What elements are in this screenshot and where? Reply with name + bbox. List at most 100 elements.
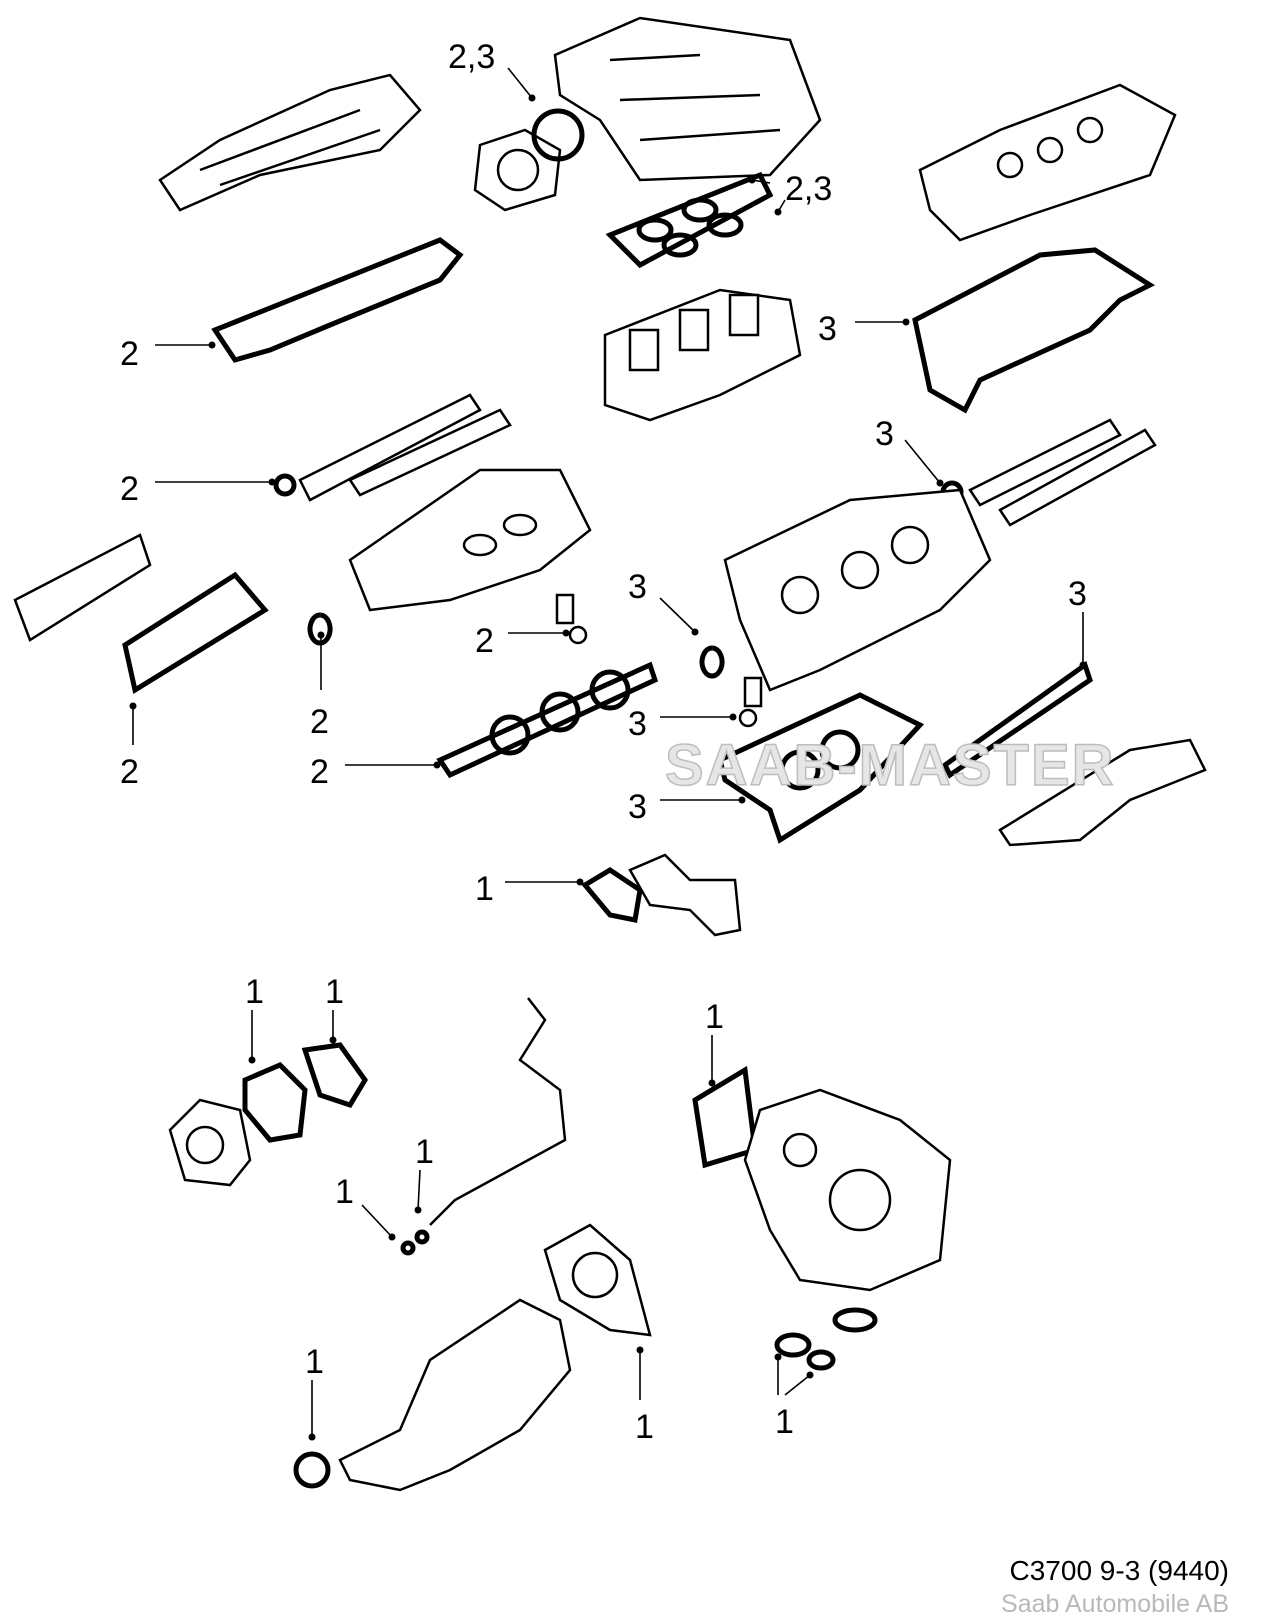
leader-dot — [317, 631, 325, 639]
leader-dot — [388, 1233, 396, 1241]
callout: 1 — [475, 870, 584, 908]
camshafts-left — [298, 393, 512, 502]
intake-manifold-upper — [553, 16, 822, 182]
callout-label: 3 — [628, 568, 647, 606]
leader-line — [904, 439, 941, 484]
oil-pump-housing — [692, 1065, 952, 1292]
callout: 2 — [310, 753, 441, 791]
leader-dot — [691, 628, 699, 636]
callout: 2 — [475, 622, 570, 660]
cylinder-head-left — [348, 468, 592, 612]
throttle-gasket — [531, 108, 585, 162]
leader-dot — [748, 176, 756, 184]
callout-label: 2 — [475, 622, 494, 660]
callout: 2 — [120, 470, 276, 508]
callout: 3 — [818, 310, 910, 348]
leader-dot — [248, 1056, 256, 1064]
callout: 1 — [774, 1353, 814, 1441]
cylinder-head-right — [723, 488, 992, 692]
valve-cover-right — [918, 83, 1177, 242]
leader-dot — [329, 1036, 337, 1044]
callout: 1 — [325, 973, 344, 1044]
callout: 2,3 — [748, 170, 832, 216]
callout-label: 2 — [310, 753, 329, 791]
callout: 2 — [120, 702, 139, 791]
leader-dot — [708, 1079, 716, 1087]
leader-dot — [528, 94, 536, 102]
callout-label: 3 — [628, 788, 647, 826]
callout: 1 — [245, 973, 264, 1064]
callout-label: 2,3 — [785, 170, 832, 208]
callout-label: 2 — [310, 703, 329, 741]
callout: 3 — [1068, 575, 1087, 669]
callout-label: 2 — [120, 753, 139, 791]
valve-seal — [699, 645, 725, 679]
exhaust-manifold-gaskets-left — [13, 533, 269, 694]
callout-label: 1 — [305, 1343, 324, 1381]
callout: 3 — [628, 788, 746, 826]
callout: 1 — [635, 1346, 654, 1446]
leader-dot — [1079, 661, 1087, 669]
callout: 1 — [305, 1343, 324, 1441]
o-rings — [774, 1307, 878, 1371]
callout-label: 1 — [415, 1133, 434, 1171]
leader-dot — [774, 208, 782, 216]
leader-dot — [636, 1346, 644, 1354]
callout-label: 1 — [325, 973, 344, 1011]
callout-label: 1 — [245, 973, 264, 1011]
leader-dot — [414, 1206, 422, 1214]
callout: 3 — [628, 705, 737, 743]
leader-dot — [129, 702, 137, 710]
callout: 2 — [120, 335, 216, 373]
valve-cover-gasket-right — [912, 247, 1156, 414]
callout-label: 1 — [635, 1408, 654, 1446]
head-gasket-right — [717, 692, 925, 844]
leader-dot — [729, 713, 737, 721]
leader-line — [784, 1374, 811, 1396]
leader-line — [417, 1169, 421, 1211]
callout: 1 — [705, 998, 724, 1087]
leader-dot — [308, 1433, 316, 1441]
callout: 2 — [310, 631, 329, 741]
leader-dot — [902, 318, 910, 326]
valve-spring — [555, 593, 763, 728]
leader-dot — [738, 796, 746, 804]
leader-dot — [774, 1353, 782, 1361]
valve-cover-left — [158, 73, 422, 212]
dipstick-tube — [400, 997, 567, 1256]
callout-label: 1 — [705, 998, 724, 1036]
callout-label: 3 — [818, 310, 837, 348]
leader-line — [361, 1204, 393, 1238]
leader-dot — [208, 341, 216, 349]
throttle-body — [473, 128, 562, 212]
leader-line — [507, 67, 533, 99]
diagram-code: C3700 9-3 (9440) — [1009, 1555, 1229, 1586]
valley-gasket — [941, 660, 1207, 847]
callout: 1 — [335, 1173, 396, 1241]
leader-dot — [576, 878, 584, 886]
head-gasket-left — [436, 661, 659, 779]
camshafts-right — [968, 418, 1157, 527]
crankshaft — [338, 1298, 572, 1492]
leader-dot — [806, 1371, 814, 1379]
callout-label: 3 — [1068, 575, 1087, 613]
company-name: Saab Automobile AB — [1001, 1590, 1229, 1618]
callout-label: 3 — [628, 705, 647, 743]
front-crank-seal — [293, 1451, 331, 1489]
seal-ring — [273, 473, 297, 497]
thermostat-housing — [581, 853, 742, 937]
callout: 2,3 — [448, 38, 536, 102]
callout: 3 — [875, 415, 944, 487]
callout-label: 3 — [875, 415, 894, 453]
leader-dot — [433, 761, 441, 769]
leader-dot — [936, 479, 944, 487]
valve-seal — [307, 612, 333, 646]
intake-gasket — [605, 171, 774, 269]
callout-label: 1 — [475, 870, 494, 908]
intake-manifold-lower — [603, 288, 802, 422]
callout: 1 — [414, 1133, 434, 1214]
callout-label: 2 — [120, 335, 139, 373]
callout-label: 2 — [120, 470, 139, 508]
